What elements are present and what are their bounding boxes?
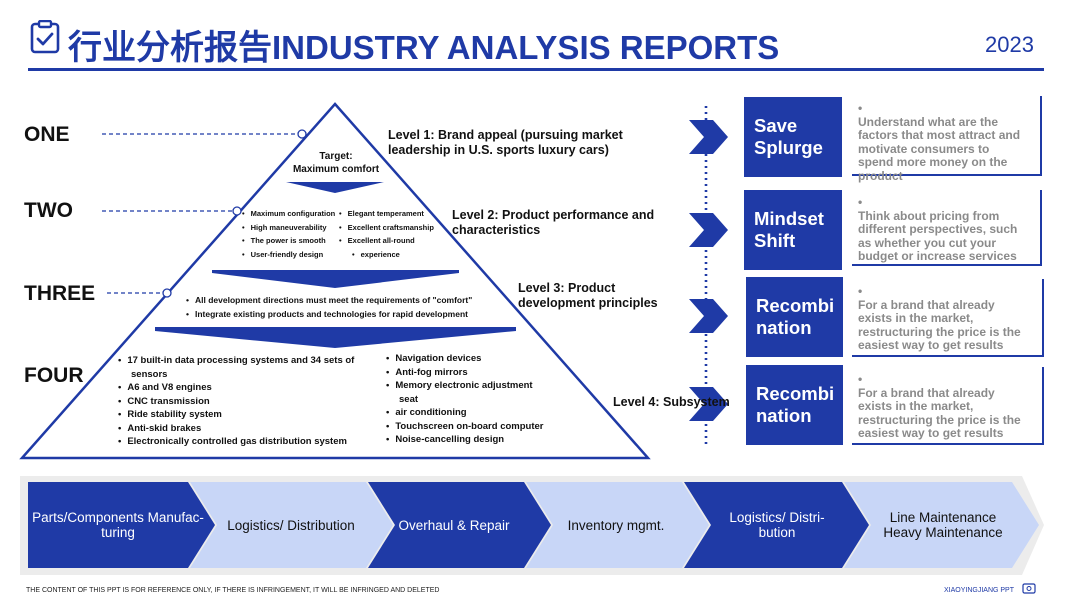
process-label-4: Inventory mgmt. — [567, 517, 665, 533]
level-one-label: ONE — [24, 123, 70, 146]
list-item: Elegant temperament — [339, 207, 434, 221]
level-3-description: Level 3: Product development principles — [518, 281, 658, 310]
list-item: A6 and V8 engines — [118, 381, 354, 395]
header-divider — [28, 68, 1044, 71]
separator-arrow-3 — [155, 327, 516, 348]
footer-brand: XIAOYINGJIANG PPT — [943, 587, 1014, 594]
process-step-2 — [190, 482, 393, 568]
list-item: User-friendly design — [242, 248, 335, 262]
card-recombination-2: Recombi nation — [746, 365, 843, 445]
process-label-2: Logistics/ Distribution — [227, 517, 355, 533]
level-1-description: Level 1: Brand appeal (pursuing market l… — [388, 128, 623, 157]
card-save-splurge: Save Splurge — [744, 97, 842, 177]
footer-disclaimer: THE CONTENT OF THIS PPT IS FOR REFERENCE… — [26, 587, 440, 594]
title-cn: 行业分析报告 — [68, 28, 272, 68]
list-item: Navigation devices — [386, 352, 543, 366]
list-item: Anti-skid brakes — [118, 422, 354, 436]
year-label: 2023 — [985, 32, 1034, 57]
pyramid-tier4-right: Navigation devicesAnti-fog mirrorsMemory… — [386, 352, 543, 447]
process-step-5 — [684, 482, 869, 568]
card-desc-4: •For a brand that already exists in the … — [852, 367, 1044, 445]
list-item: Integrate existing products and technolo… — [186, 308, 472, 322]
pyramid-tier4-left: 17 built-in data processing systems and … — [118, 354, 354, 449]
card-recombination-1: Recombi nation — [746, 277, 843, 357]
process-step-1 — [28, 482, 215, 568]
process-step-4 — [526, 482, 709, 568]
list-item: All development directions must meet the… — [186, 294, 472, 308]
chevron-right-icon — [689, 120, 728, 154]
pyramid-target: Target: Maximum comfort — [292, 151, 380, 175]
list-item: Electronically controlled gas distributi… — [118, 435, 354, 449]
list-item: Excellent craftsmanship — [339, 221, 434, 235]
card-desc-2: •Think about pricing from different pers… — [852, 190, 1042, 266]
pyramid-tier2-left: Maximum configuration High maneuverabili… — [242, 207, 336, 262]
card-desc-text: Think about pricing from different persp… — [858, 208, 1018, 263]
list-item: seat — [399, 393, 419, 405]
pyramid-tier3: All development directions must meet the… — [186, 294, 472, 321]
card-desc-3: •For a brand that already exists in the … — [852, 279, 1044, 357]
list-item: sensors — [131, 368, 168, 380]
separator-arrow-2 — [212, 270, 459, 288]
level-three-label: THREE — [24, 282, 96, 305]
list-item: Excellent all-round — [339, 234, 434, 248]
list-item: Maximum configuration — [242, 207, 336, 221]
process-label-1: Parts/Components Manufac-turing — [32, 510, 204, 540]
list-item: Anti-fog mirrors — [386, 366, 543, 380]
chevron-right-icon — [689, 299, 728, 333]
title-en: INDUSTRY ANALYSIS REPORTS — [272, 29, 780, 66]
list-item: High maneuverability — [242, 221, 335, 235]
card-desc-1: •Understand what are the factors that mo… — [852, 96, 1042, 182]
process-label-5: Logistics/ Distri-bution — [729, 510, 825, 540]
chevron-right-icon — [689, 387, 728, 421]
process-label-6: Line Maintenance Heavy Maintenance — [883, 510, 1003, 540]
process-label-3: Overhaul & Repair — [398, 517, 510, 533]
level-four-label: FOUR — [24, 364, 84, 387]
process-step-3 — [368, 482, 551, 568]
level-two-label: TWO — [24, 199, 73, 222]
list-item: Memory electronic adjustment — [386, 379, 543, 393]
clipboard-check-icon — [30, 20, 60, 54]
list-item: 17 built-in data processing systems and … — [118, 354, 354, 368]
card-desc-text: For a brand that already exists in the m… — [858, 297, 1021, 352]
list-item: air conditioning — [386, 406, 543, 420]
list-item: experience — [339, 248, 434, 262]
level-2-description: Level 2: Product performance and charact… — [452, 208, 655, 237]
card-mindset-shift: Mindset Shift — [744, 190, 842, 270]
chevron-right-icon — [689, 213, 728, 247]
list-item: The power is smooth — [242, 234, 335, 248]
pyramid-tier2-right: Elegant temperament Excellent craftsmans… — [339, 207, 434, 261]
logo-icon — [1022, 583, 1036, 594]
list-item: CNC transmission — [118, 395, 354, 409]
card-desc-text: For a brand that already exists in the m… — [858, 385, 1021, 440]
list-item: Touchscreen on-board computer — [386, 420, 543, 434]
page-title: 行业分析报告INDUSTRY ANALYSIS REPORTS — [68, 20, 779, 69]
level-4-description: Level 4: Subsystem — [613, 395, 730, 409]
list-item: Noise-cancelling design — [386, 433, 543, 447]
card-desc-text: Understand what are the factors that mos… — [858, 114, 1021, 183]
separator-arrow-1 — [286, 182, 384, 193]
list-item: Ride stability system — [118, 408, 354, 422]
process-step-6 — [844, 482, 1039, 568]
